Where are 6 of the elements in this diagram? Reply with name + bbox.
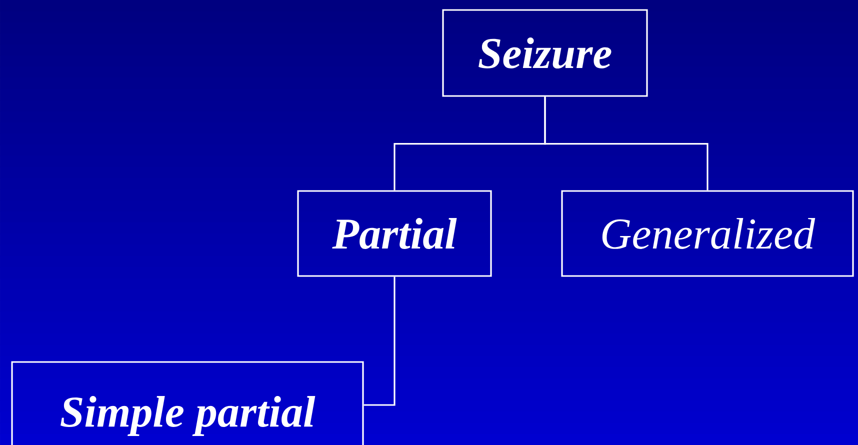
category-box: Simple partial [11, 361, 364, 445]
category-box: Generalized [561, 190, 854, 277]
category-box: Seizure [442, 9, 648, 97]
category-box: Partial [297, 190, 492, 277]
connector [364, 276, 396, 406]
connector [544, 96, 708, 190]
